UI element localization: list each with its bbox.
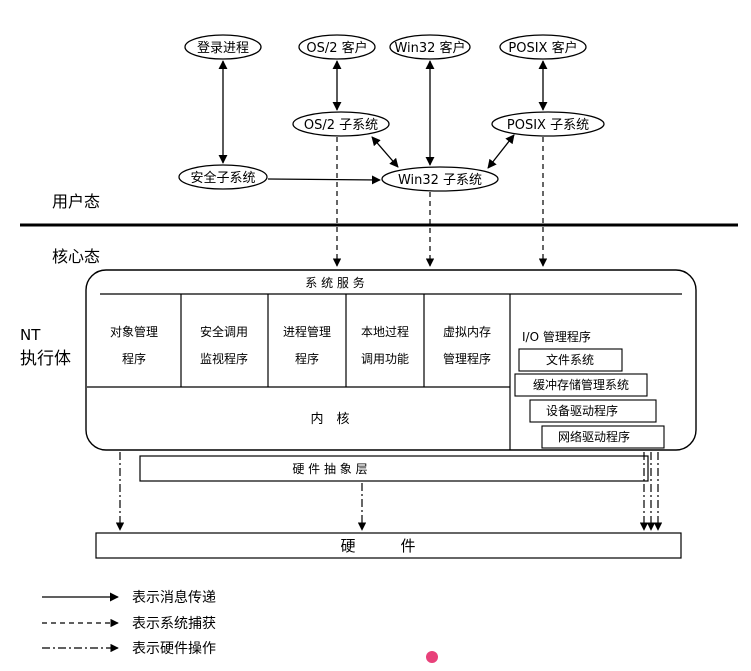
node-posix-client-label: POSIX 客户 xyxy=(508,40,577,56)
module-security-monitor-line2: 监视程序 xyxy=(200,351,248,366)
node-posix-subsystem-label: POSIX 子系统 xyxy=(507,118,589,133)
io-network-drivers-label: 网络驱动程序 xyxy=(558,429,630,444)
legend-trap-label: 表示系统捕获 xyxy=(132,616,216,632)
node-os2-client-label: OS/2 客户 xyxy=(306,40,367,56)
module-process-manager-line1: 进程管理 xyxy=(283,324,331,339)
message-arrows xyxy=(218,60,548,185)
node-win32-subsystem: Win32 子系统 xyxy=(381,166,499,192)
module-security-monitor: 安全调用 监视程序 xyxy=(200,324,248,366)
kernel-mode-label: 核心态 xyxy=(52,247,100,266)
node-win32-subsystem-label: Win32 子系统 xyxy=(398,173,482,188)
module-lpc: 本地过程 调用功能 xyxy=(361,324,409,366)
hal-box xyxy=(139,455,649,482)
module-lpc-line1: 本地过程 xyxy=(361,324,409,339)
user-mode-label: 用户态 xyxy=(52,192,100,211)
legend: 表示消息传递 表示系统捕获 表示硬件操作 xyxy=(42,589,216,657)
hal-label: 硬 件 抽 象 层 xyxy=(292,462,367,476)
node-logon-label: 登录进程 xyxy=(197,41,249,56)
module-virtual-memory-line1: 虚拟内存 xyxy=(443,325,491,339)
node-os2-subsystem-label: OS/2 子系统 xyxy=(304,118,378,133)
node-win32-client-label: Win32 客户 xyxy=(394,40,465,56)
hardware-label: 硬 件 xyxy=(340,537,415,555)
io-device-drivers-label: 设备驱动程序 xyxy=(546,403,618,418)
io-stack: 文件系统 缓冲存储管理系统 设备驱动程序 网络驱动程序 xyxy=(514,348,665,449)
io-manager-label: I/O 管理程序 xyxy=(522,329,591,344)
node-posix-subsystem: POSIX 子系统 xyxy=(491,111,605,137)
io-file-system-label: 文件系统 xyxy=(546,352,594,367)
io-network-drivers xyxy=(541,425,665,449)
trap-arrows xyxy=(332,137,548,267)
module-object-manager: 对象管理 程序 xyxy=(110,324,158,366)
io-device-drivers xyxy=(529,399,657,423)
module-process-manager: 进程管理 程序 xyxy=(283,324,331,366)
hardware-box xyxy=(95,532,682,559)
executive-label-line2: 执行体 xyxy=(20,349,71,369)
system-services-label: 系 统 服 务 xyxy=(305,275,364,290)
arrow-security-win32sub xyxy=(267,175,381,185)
arrow-posixsub-win32sub xyxy=(487,134,515,169)
module-object-manager-line2: 程序 xyxy=(122,351,146,366)
module-object-manager-line1: 对象管理 xyxy=(110,324,158,339)
module-virtual-memory: 虚拟内存 管理程序 xyxy=(443,325,491,366)
module-security-monitor-line1: 安全调用 xyxy=(200,324,248,339)
node-logon: 登录进程 xyxy=(184,34,262,60)
arrow-os2sub-win32sub xyxy=(371,136,399,168)
module-virtual-memory-line2: 管理程序 xyxy=(443,351,491,366)
accent-dot xyxy=(426,651,438,663)
module-process-manager-line2: 程序 xyxy=(295,351,319,366)
hardware-arrows xyxy=(115,452,663,531)
node-posix-client: POSIX 客户 xyxy=(499,34,587,60)
io-file-system xyxy=(518,348,623,372)
node-security-subsystem-label: 安全子系统 xyxy=(190,170,255,186)
legend-hardware-label: 表示硬件操作 xyxy=(132,641,216,657)
module-grid xyxy=(87,294,511,450)
io-cache-manager-label: 缓冲存储管理系统 xyxy=(533,377,629,392)
executive-label-line1: NT xyxy=(20,326,41,344)
node-win32-client: Win32 客户 xyxy=(389,34,471,60)
node-os2-subsystem: OS/2 子系统 xyxy=(292,111,390,137)
io-cache-manager xyxy=(514,373,648,397)
node-os2-client: OS/2 客户 xyxy=(298,34,376,60)
node-security-subsystem: 安全子系统 xyxy=(178,164,268,190)
module-lpc-line2: 调用功能 xyxy=(361,352,409,366)
kernel-label: 内 核 xyxy=(310,411,349,427)
legend-message-label: 表示消息传递 xyxy=(132,589,216,606)
